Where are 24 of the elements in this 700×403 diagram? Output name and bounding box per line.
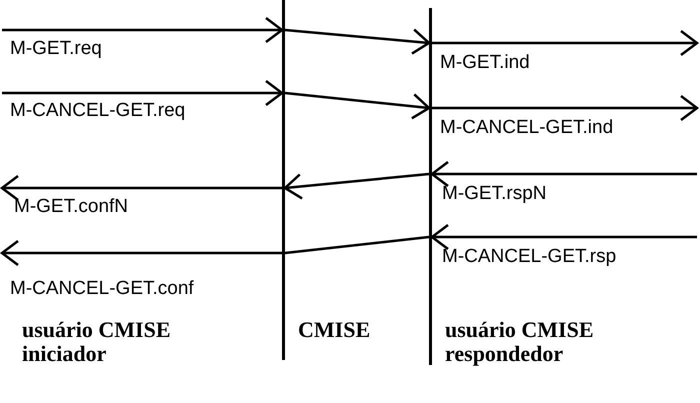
edge-label: M-CANCEL-GET.conf [10, 278, 194, 300]
arrow [0, 174, 282, 202]
arrow [430, 160, 697, 188]
lifeline [282, 0, 285, 360]
lifeline [429, 8, 432, 365]
edge-label: M-GET.rspN [442, 183, 546, 205]
column-heading: CMISE [298, 318, 372, 342]
edge-label: M-CANCEL-GET.req [10, 100, 186, 122]
arrow [430, 224, 697, 250]
arrow [284, 92, 430, 120]
arrow [0, 240, 282, 266]
edge-label: M-CANCEL-GET.rsp [442, 246, 616, 268]
arrow [284, 28, 430, 55]
edge-label: M-CANCEL-GET.ind [440, 117, 614, 139]
edge-label: M-GET.req [10, 38, 102, 60]
edge-label: M-GET.confN [14, 196, 128, 218]
column-heading: usuário CMISE iniciador [22, 318, 172, 366]
arrow [2, 16, 284, 44]
arrow [432, 30, 698, 56]
column-heading: usuário CMISE respondedor [445, 318, 595, 366]
arrow [284, 172, 430, 200]
edge-label: M-GET.ind [440, 52, 530, 74]
arrow [2, 80, 284, 106]
arrow [432, 94, 698, 122]
